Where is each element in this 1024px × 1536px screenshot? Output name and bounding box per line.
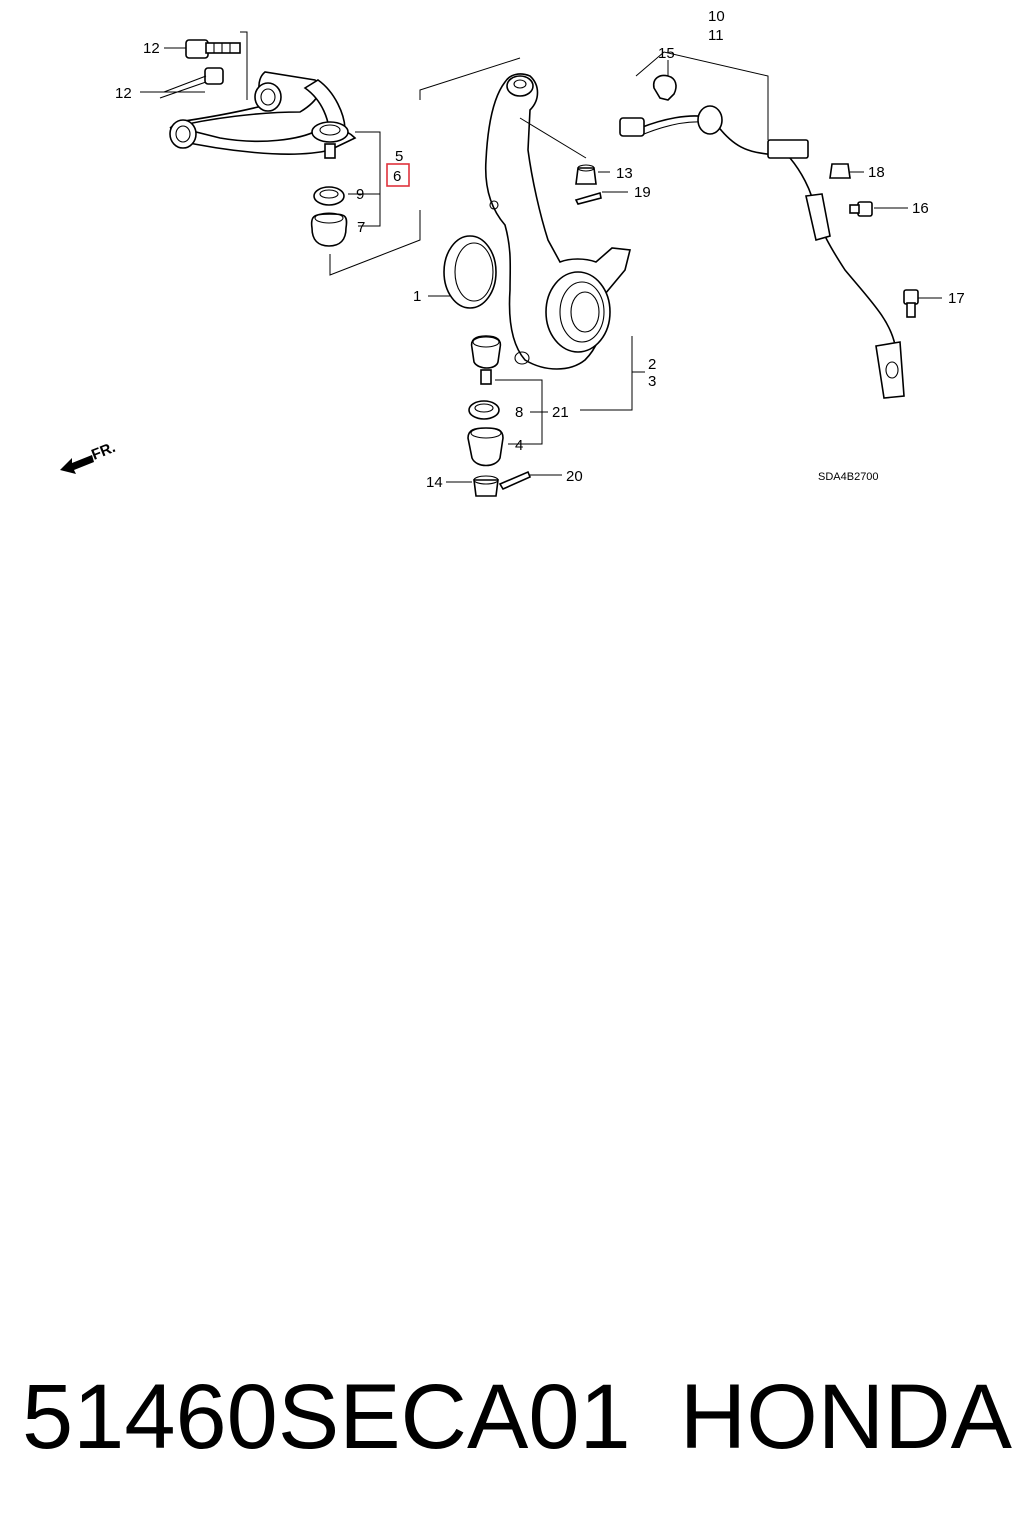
wire-clip — [652, 74, 677, 101]
callout-20: 20 — [566, 468, 583, 485]
callout-11: 11 — [708, 27, 724, 44]
dust-shield-ring — [443, 235, 497, 309]
callout-9: 9 — [356, 186, 364, 203]
callout-8: 8 — [515, 404, 523, 421]
callout-16: 16 — [912, 200, 929, 217]
callout-7: 7 — [357, 219, 365, 236]
callout-2: 2 — [648, 356, 656, 373]
upper-ball-joint-boot-ring — [313, 186, 345, 206]
callout-5: 5 — [395, 148, 403, 165]
callout-3: 3 — [648, 373, 656, 390]
cotter-pin-lower — [498, 470, 532, 491]
callout-1: 1 — [413, 288, 421, 305]
lower-ball-joint — [470, 335, 502, 385]
callout-12-bottom: 12 — [115, 85, 132, 102]
upper-ball-joint-boot — [310, 212, 348, 247]
cotter-pin-upper — [574, 191, 602, 205]
abs-sensor-wire — [619, 105, 905, 399]
part-number: 51460SECA01 — [22, 1366, 631, 1468]
upper-control-arm — [169, 71, 357, 159]
flange-nut — [829, 163, 851, 179]
callout-13: 13 — [616, 165, 633, 182]
highlight-box-6 — [386, 163, 410, 187]
callout-14: 14 — [426, 474, 443, 491]
lower-ball-joint-boot — [467, 427, 504, 467]
upper-arm-front-bolt — [159, 67, 224, 99]
callout-15: 15 — [658, 45, 675, 62]
callout-18: 18 — [868, 164, 885, 181]
sensor-bolt-lower — [903, 289, 919, 318]
castle-nut — [473, 475, 499, 497]
upper-arm-bolt — [185, 39, 241, 59]
diagram-code: SDA4B2700 — [818, 471, 879, 483]
lower-boot-ring — [468, 400, 500, 420]
caption: 51460SECA01 HONDA — [22, 1362, 1012, 1472]
callout-4: 4 — [515, 437, 523, 454]
front-direction-arrow: FR. — [60, 439, 118, 474]
front-marker-label: FR. — [89, 439, 118, 464]
brand-name: HONDA — [679, 1366, 1012, 1468]
callout-10: 10 — [708, 8, 725, 25]
callout-19: 19 — [634, 184, 651, 201]
callout-6-highlighted: 6 — [393, 168, 401, 185]
upper-nut — [575, 164, 597, 185]
callout-12-top: 12 — [143, 40, 160, 57]
callout-17: 17 — [948, 290, 965, 307]
sensor-bolt — [849, 201, 873, 217]
callout-21: 21 — [552, 404, 569, 421]
parts-diagram: FR. 12 12 5 6 9 7 1 13 19 10 11 15 18 16… — [60, 8, 965, 497]
steering-knuckle — [484, 73, 631, 370]
